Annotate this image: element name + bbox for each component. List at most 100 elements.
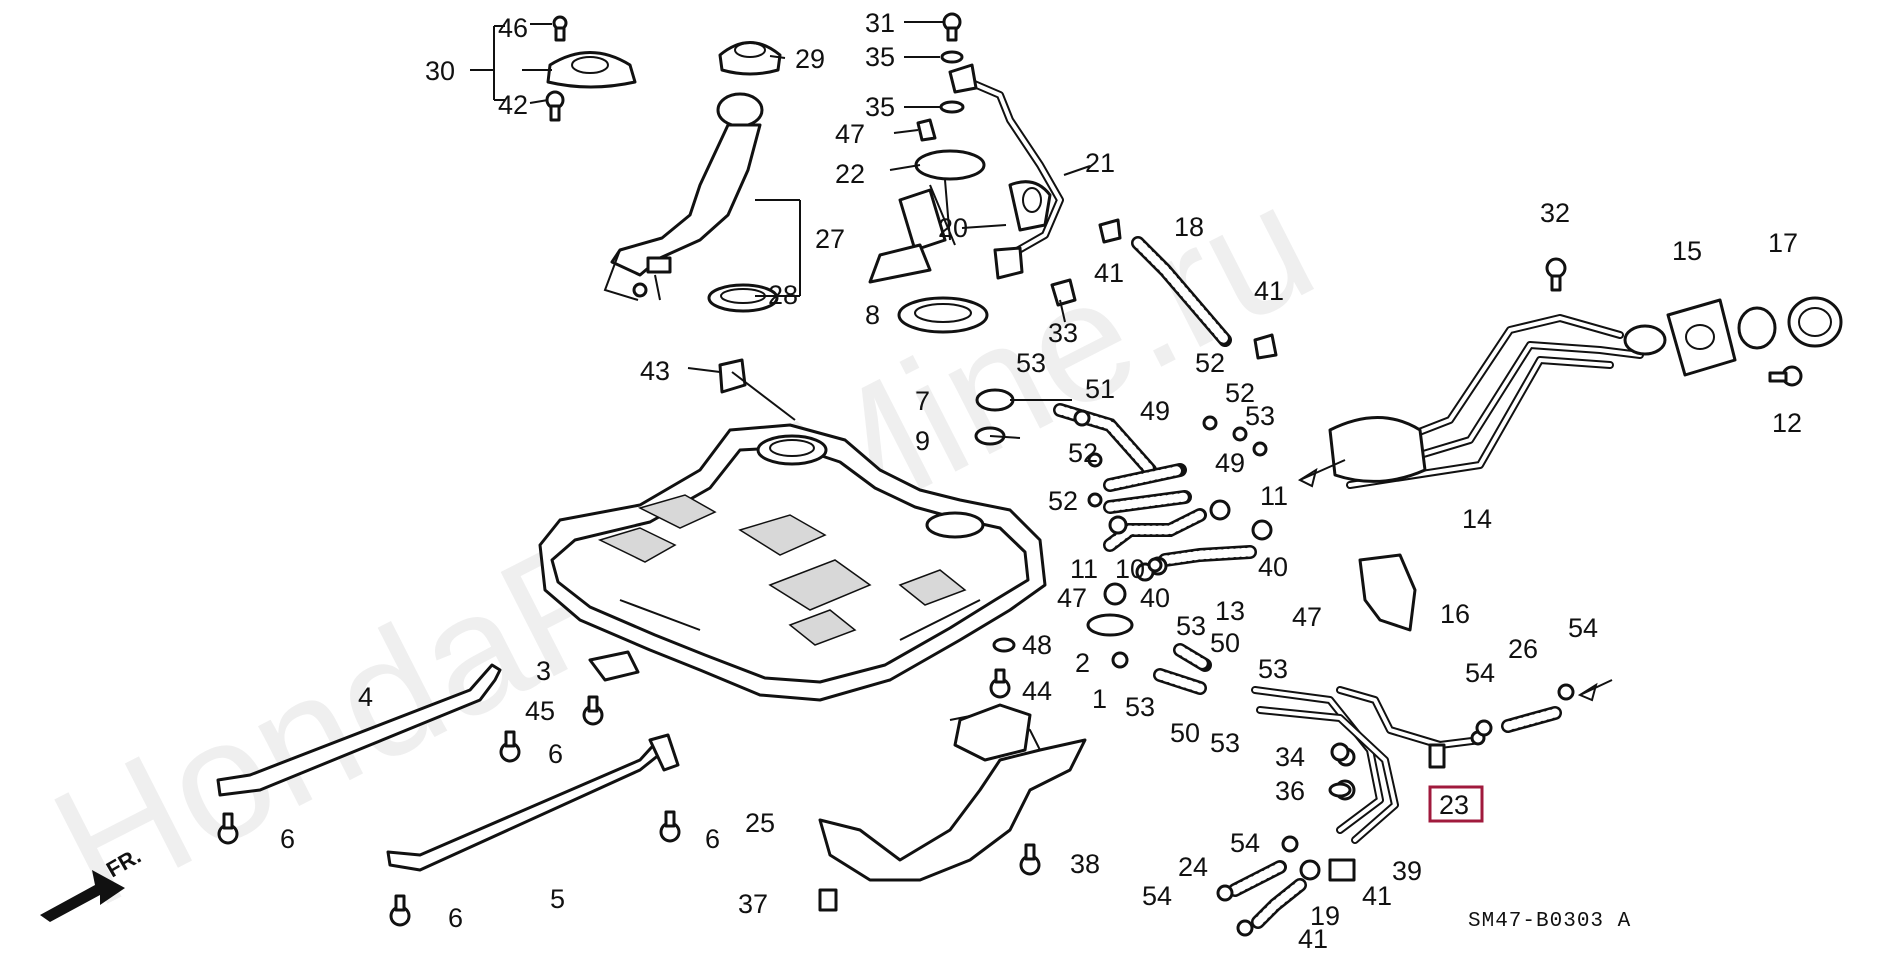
label-23[interactable]: 23 <box>1439 790 1469 820</box>
label-41b[interactable]: 41 <box>1254 276 1284 306</box>
label-43[interactable]: 43 <box>640 356 670 386</box>
label-50a[interactable]: 50 <box>1210 628 1240 658</box>
label-29[interactable]: 29 <box>795 44 825 74</box>
label-53d[interactable]: 53 <box>1258 654 1288 684</box>
label-45[interactable]: 45 <box>525 696 555 726</box>
label-21[interactable]: 21 <box>1085 148 1115 178</box>
fuel-gauge-sender-27[interactable] <box>603 92 764 301</box>
label-41a[interactable]: 41 <box>1094 258 1124 288</box>
label-54c[interactable]: 54 <box>1230 828 1260 858</box>
label-53f[interactable]: 53 <box>1210 728 1240 758</box>
screw-12[interactable] <box>1768 365 1803 387</box>
label-47c[interactable]: 47 <box>1292 602 1322 632</box>
label-48[interactable]: 48 <box>1022 630 1052 660</box>
label-34[interactable]: 34 <box>1275 742 1305 772</box>
label-9[interactable]: 9 <box>915 426 930 456</box>
hose-elbow-11[interactable] <box>1103 508 1207 552</box>
label-40a[interactable]: 40 <box>1258 552 1288 582</box>
label-32[interactable]: 32 <box>1540 198 1570 228</box>
label-42[interactable]: 42 <box>498 90 528 120</box>
label-50b[interactable]: 50 <box>1170 718 1200 748</box>
label-8[interactable]: 8 <box>865 300 880 330</box>
hose-26[interactable] <box>1501 706 1562 733</box>
label-46[interactable]: 46 <box>498 13 528 43</box>
label-54d[interactable]: 54 <box>1142 881 1172 911</box>
label-25[interactable]: 25 <box>745 808 775 838</box>
clamp-20[interactable] <box>1008 180 1052 232</box>
label-22[interactable]: 22 <box>835 159 865 189</box>
fuel-lines-23[interactable] <box>1251 686 1486 844</box>
label-41c[interactable]: 41 <box>1362 881 1392 911</box>
label-44[interactable]: 44 <box>1022 676 1052 706</box>
label-37[interactable]: 37 <box>738 889 768 919</box>
bolt-32[interactable] <box>1545 257 1567 292</box>
bolt-33[interactable] <box>1050 278 1077 307</box>
label-35b[interactable]: 35 <box>865 92 895 122</box>
label-41d[interactable]: 41 <box>1298 924 1328 954</box>
label-15[interactable]: 15 <box>1672 236 1702 266</box>
bolts-6[interactable] <box>217 695 681 927</box>
label-52d[interactable]: 52 <box>1225 378 1255 408</box>
label-13[interactable]: 13 <box>1215 596 1245 626</box>
fuel-cap-17[interactable] <box>1737 296 1843 350</box>
label-2[interactable]: 2 <box>1075 648 1090 678</box>
ring-28[interactable] <box>707 283 779 313</box>
fittings-lower[interactable] <box>989 557 1163 699</box>
label-53b[interactable]: 53 <box>1245 401 1275 431</box>
hose-24[interactable] <box>1228 860 1287 897</box>
label-47a[interactable]: 47 <box>835 119 865 149</box>
ring-8[interactable] <box>897 296 989 334</box>
label-31[interactable]: 31 <box>865 8 895 38</box>
label-52c[interactable]: 52 <box>1195 348 1225 378</box>
label-7[interactable]: 7 <box>915 386 930 416</box>
label-39[interactable]: 39 <box>1392 856 1422 886</box>
cover-assembly-30[interactable] <box>545 15 637 122</box>
hose-19[interactable] <box>1251 878 1307 929</box>
label-52b[interactable]: 52 <box>1048 486 1078 516</box>
label-38[interactable]: 38 <box>1070 849 1100 879</box>
clip-41-upper[interactable] <box>1098 218 1278 360</box>
label-5[interactable]: 5 <box>550 884 565 914</box>
label-51[interactable]: 51 <box>1085 374 1115 404</box>
fuel-tank[interactable] <box>538 423 1047 702</box>
label-6d[interactable]: 6 <box>448 903 463 933</box>
bolts-34-36[interactable] <box>1328 742 1352 798</box>
label-6c[interactable]: 6 <box>705 824 720 854</box>
filler-door-15[interactable] <box>1666 298 1737 377</box>
label-28[interactable]: 28 <box>768 280 798 310</box>
highlight-box-23[interactable] <box>1428 785 1484 823</box>
label-3[interactable]: 3 <box>536 656 551 686</box>
label-54b[interactable]: 54 <box>1465 658 1495 688</box>
hose-49[interactable] <box>1103 463 1192 514</box>
label-36[interactable]: 36 <box>1275 776 1305 806</box>
label-26[interactable]: 26 <box>1508 634 1538 664</box>
label-1[interactable]: 1 <box>1092 684 1107 714</box>
label-30[interactable]: 30 <box>425 56 455 86</box>
gasket-29[interactable] <box>718 41 782 76</box>
label-27[interactable]: 27 <box>815 224 845 254</box>
clip-37[interactable] <box>818 888 838 912</box>
hose-18[interactable] <box>1131 236 1232 347</box>
label-16[interactable]: 16 <box>1440 599 1470 629</box>
label-19[interactable]: 19 <box>1310 901 1340 931</box>
label-53c[interactable]: 53 <box>1176 611 1206 641</box>
label-35a[interactable]: 35 <box>865 42 895 72</box>
label-12[interactable]: 12 <box>1772 408 1802 438</box>
heat-shield-25[interactable] <box>818 703 1087 882</box>
cover-16[interactable] <box>1358 553 1417 632</box>
bracket-3[interactable] <box>588 650 640 682</box>
label-17[interactable]: 17 <box>1768 228 1798 258</box>
label-40b[interactable]: 40 <box>1140 583 1170 613</box>
label-4[interactable]: 4 <box>358 682 373 712</box>
hose-13[interactable] <box>1158 545 1257 567</box>
filler-pipe-14[interactable] <box>1297 314 1667 489</box>
label-33[interactable]: 33 <box>1048 318 1078 348</box>
label-18[interactable]: 18 <box>1174 212 1204 242</box>
label-47b[interactable]: 47 <box>1057 583 1087 613</box>
label-54a[interactable]: 54 <box>1568 613 1598 643</box>
small-clamps[interactable] <box>1073 409 1273 576</box>
label-52a[interactable]: 52 <box>1068 438 1098 468</box>
fuel-line-21[interactable] <box>948 63 1064 280</box>
label-49b[interactable]: 49 <box>1215 448 1245 478</box>
label-11b[interactable]: 11 <box>1070 554 1098 584</box>
